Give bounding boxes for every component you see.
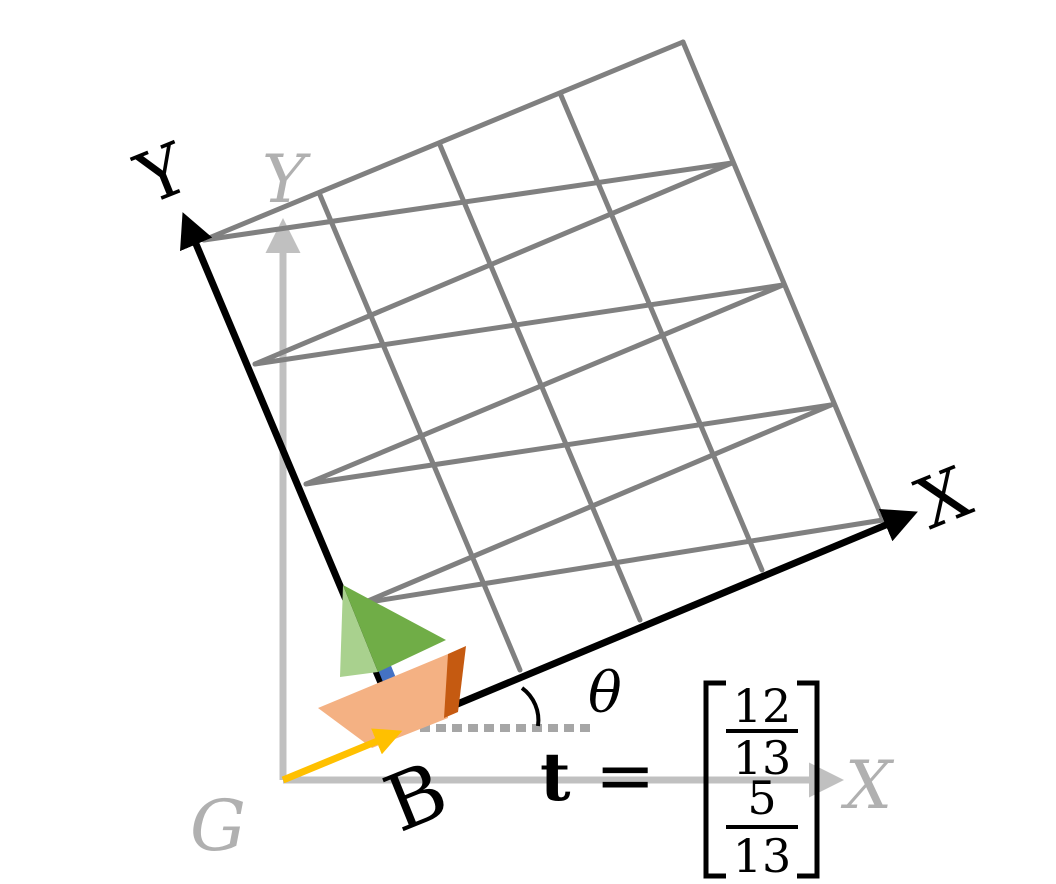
left-bracket: [703, 680, 726, 879]
right-bracket: [797, 680, 820, 879]
translation-equation: t = 12 13 5 13: [540, 679, 820, 883]
boat-sail-dark: [343, 585, 446, 672]
body-x-axis-label: X: [905, 451, 982, 546]
body-x-axis: [398, 508, 918, 732]
boat-hull: [318, 654, 448, 748]
rotation-angle-arc: [520, 686, 541, 727]
grid-row-line: [252, 160, 735, 367]
grid-row-line: [303, 282, 786, 487]
grid-row-line: [201, 39, 686, 243]
tx-numerator: 12: [733, 679, 792, 733]
translation-vector: [281, 728, 403, 784]
grid-row-line: [252, 282, 786, 367]
body-y-axis-label: Y: [124, 127, 199, 221]
global-x-axis-label: X: [840, 747, 895, 824]
grid-col-line: [557, 90, 765, 573]
boat-sail-light: [340, 585, 378, 677]
grid-col-line: [437, 142, 643, 623]
equals-sign: =: [595, 733, 655, 817]
grid-col-line: [317, 192, 523, 673]
body-grid: [201, 39, 886, 673]
boat-stern: [444, 646, 466, 718]
tx-denominator: 13: [733, 731, 792, 785]
translation-symbol: t: [540, 738, 571, 816]
ty-denominator: 13: [733, 829, 792, 883]
grid-col-line: [680, 39, 886, 523]
ty-numerator: 5: [747, 771, 776, 825]
boat-icon: [318, 585, 466, 748]
grid-row-line: [360, 402, 834, 606]
grid-row-line: [360, 517, 886, 606]
grid-row-line: [201, 160, 735, 243]
rotation-angle-label: θ: [588, 661, 622, 726]
body-origin-label: B: [373, 745, 460, 850]
global-origin-label: G: [190, 785, 246, 867]
